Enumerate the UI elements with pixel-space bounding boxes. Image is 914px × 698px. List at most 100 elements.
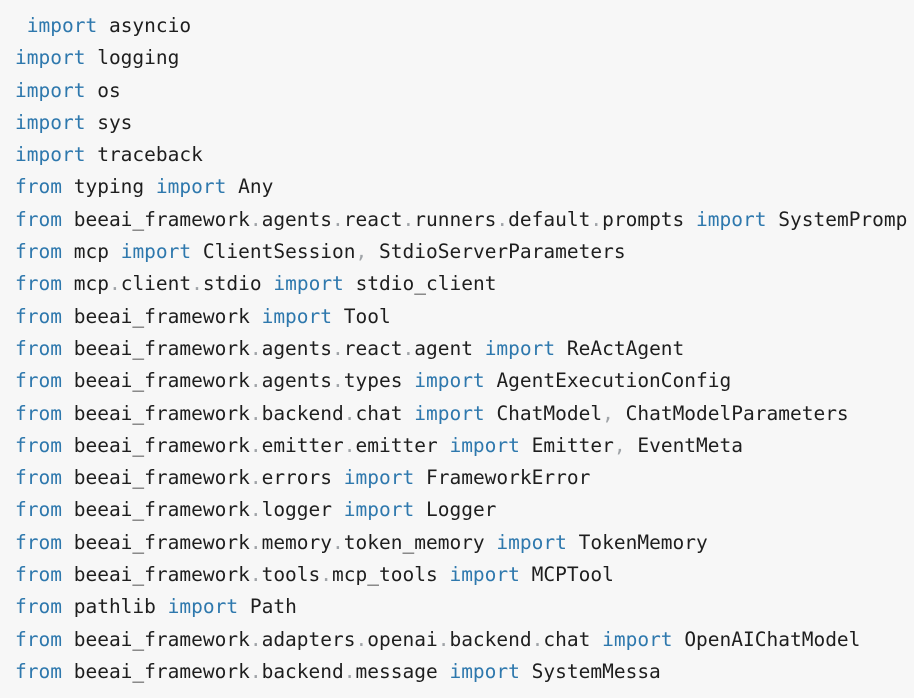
keyword-token: from [15,336,62,360]
keyword-token: from [15,498,62,522]
punctuation-token: . [249,530,262,554]
keyword-token: import [343,498,415,522]
punctuation-token: . [402,336,415,360]
identifier-token: OpenAIChatModel [684,627,861,651]
identifier-token: pathlib [73,595,156,619]
identifier-token: react [343,207,403,231]
punctuation-token: . [496,207,509,231]
punctuation-token: . [343,659,356,683]
keyword-token: import [484,336,556,360]
code-line: from pathlib import Path [15,591,914,623]
identifier-token: logging [97,46,180,70]
code-line: from beeai_framework.adapters.openai.bac… [15,624,914,656]
identifier-token: mcp [73,240,109,264]
keyword-token: from [15,304,62,328]
keyword-token: import [414,369,485,393]
keyword-token: from [15,433,62,457]
identifier-token: token_memory [343,530,485,554]
keyword-token: from [15,659,62,683]
keyword-token: from [15,272,62,296]
punctuation-token: . [249,336,262,360]
identifier-token: prompts [602,207,685,231]
identifier-token: typing [73,175,145,199]
identifier-token: beeai_framework [73,530,250,554]
identifier-token: emitter [355,433,438,457]
identifier-token: tools [261,563,321,587]
identifier-token: chat [355,401,403,425]
punctuation-token: . [191,272,203,296]
keyword-token: import [696,207,767,231]
punctuation-token: . [402,207,415,231]
identifier-token: beeai_framework [73,433,250,457]
code-line: import os [15,75,914,107]
identifier-token: logger [261,498,333,522]
keyword-token: from [15,207,62,231]
code-line: from typing import Any [15,171,914,203]
code-line: from beeai_framework.agents.react.runner… [15,204,914,236]
punctuation-token: . [249,369,262,393]
keyword-token: import [15,46,86,70]
punctuation-token: . [332,369,344,393]
identifier-token: beeai_framework [73,207,250,231]
keyword-token: import [343,466,415,490]
code-line: from beeai_framework.errors import Frame… [15,462,914,494]
keyword-token: import [449,433,520,457]
identifier-token: openai [367,627,438,651]
punctuation-token: . [249,498,262,522]
keyword-token: import [155,175,227,199]
identifier-token: backend [449,627,532,651]
identifier-token: backend [261,401,344,425]
punctuation-token: . [249,433,262,457]
identifier-token: Emitter [531,433,614,457]
keyword-token: import [15,78,86,102]
keyword-token: import [414,401,485,425]
keyword-token: import [15,143,86,167]
identifier-token: EventMeta [637,433,744,457]
code-line: from beeai_framework import Tool [15,301,914,333]
identifier-token: SystemPromp [778,207,908,231]
identifier-token: backend [261,659,344,683]
identifier-token: Any [238,175,274,199]
identifier-token: ChatModel [496,401,603,425]
identifier-token: errors [261,466,333,490]
identifier-token: beeai_framework [73,369,250,393]
identifier-token: ChatModelParameters [625,401,849,425]
punctuation-token: . [531,627,544,651]
identifier-token: client [120,272,192,296]
punctuation-token: , [602,401,614,425]
identifier-token: sys [97,110,133,134]
punctuation-token: . [249,627,262,651]
code-line: from beeai_framework.agents.types import… [15,365,914,397]
code-line: from beeai_framework.tools.mcp_tools imp… [15,559,914,591]
identifier-token: traceback [97,143,203,167]
keyword-token: from [15,530,62,554]
code-line: import traceback [15,139,914,171]
identifier-token: TokenMemory [578,530,708,554]
identifier-token: agent [414,336,473,360]
keyword-token: from [15,240,62,264]
keyword-token: import [167,595,239,619]
identifier-token: chat [543,627,591,651]
code-line: import sys [15,107,914,139]
identifier-token: beeai_framework [73,336,250,360]
identifier-token: beeai_framework [73,563,250,587]
punctuation-token: . [437,627,450,651]
identifier-token: AgentExecutionConfig [496,369,732,393]
code-line: from beeai_framework.logger import Logge… [15,494,914,526]
identifier-token: Path [249,595,297,619]
code-line: from beeai_framework.memory.token_memory… [15,527,914,559]
identifier-token: agents [261,336,333,360]
identifier-token: stdio [202,272,262,296]
keyword-token: import [120,240,192,264]
identifier-token: ClientSession [202,240,356,264]
identifier-token: ReActAgent [566,336,685,360]
punctuation-token: . [332,530,344,554]
identifier-token: StdioServerParameters [379,240,626,264]
punctuation-token: . [343,401,356,425]
punctuation-token: . [332,336,344,360]
keyword-token: from [15,466,62,490]
identifier-token: react [343,336,403,360]
identifier-token: runners [414,207,497,231]
punctuation-token: . [343,433,356,457]
